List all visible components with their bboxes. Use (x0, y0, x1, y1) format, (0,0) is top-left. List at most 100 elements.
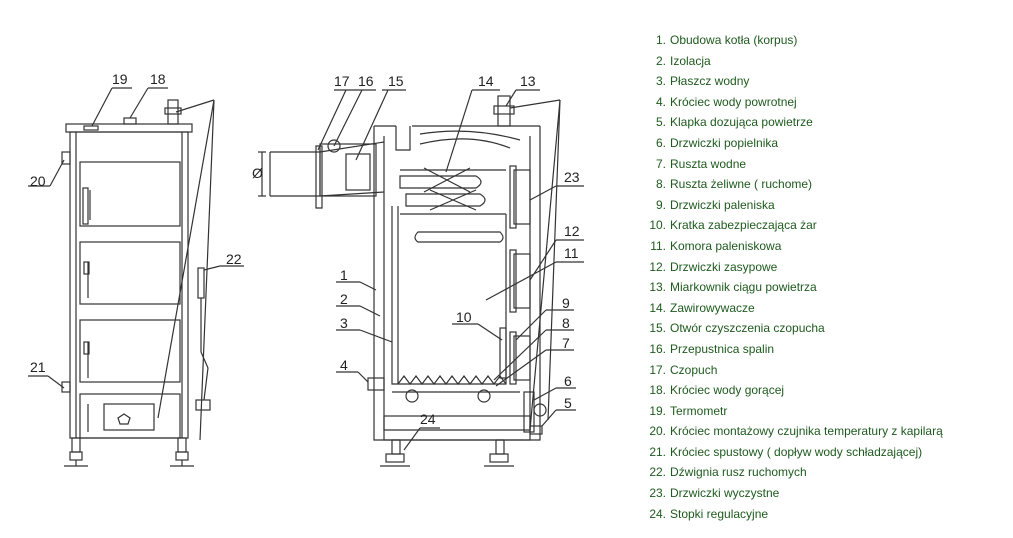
legend-number: 14. (649, 300, 666, 315)
flue-cleaning-opening (345, 153, 371, 191)
legend-item: 24. Stopki regulacyjne (644, 504, 1004, 525)
hot-water-nozzle (123, 117, 137, 125)
parts-legend: 1. Obudowa kotła (korpus) 2. Izolacja 3. Płas… (644, 30, 1004, 524)
legend-item: 1. Obudowa kotła (korpus) (644, 30, 1004, 51)
callout-22: 22 (226, 251, 242, 267)
legend-number: 22. (649, 465, 666, 480)
legend-text: Termometr (670, 403, 728, 418)
legend-item: 10. Kratka zabezpieczająca żar (644, 215, 1004, 236)
legend-number: 12. (649, 259, 666, 274)
legend-text: Drzwiczki popielnika (670, 135, 779, 150)
callout-13: 13 (520, 73, 536, 89)
legend-item: 11.Komora paleniskowa (644, 236, 1004, 257)
legend-number: 7. (655, 156, 666, 171)
legend-text: Płaszcz wodny (670, 74, 750, 89)
cleaning-door (513, 169, 531, 225)
legend-text: Drzwiczki wyczystne (670, 486, 780, 501)
cast-iron-grates (397, 375, 507, 385)
legend-number: 19. (649, 403, 666, 418)
middle-door (79, 241, 181, 305)
callout-12: 12 (564, 223, 580, 239)
return-nozzle (367, 377, 385, 391)
legend-number: 3. (655, 74, 666, 89)
callout-5: 5 (564, 395, 572, 411)
legend-item: 14. Zawirowywacze (644, 298, 1004, 319)
legend-text: Miarkownik ciągu powietrza (670, 280, 817, 295)
legend-number: 8. (655, 177, 666, 192)
callout-20: 20 (30, 173, 46, 189)
diameter-symbol: Ø (252, 165, 263, 181)
legend-text: Stopki regulacyjne (670, 506, 769, 521)
callout-21: 21 (30, 359, 46, 375)
front-view (28, 87, 244, 467)
draft-regulator (497, 95, 511, 127)
callout-8: 8 (562, 315, 570, 331)
callout-7: 7 (562, 335, 570, 351)
legend-item: 17.Czopuch (644, 360, 1004, 381)
callout-18: 18 (150, 71, 166, 87)
legend-text: Zawirowywacze (670, 300, 755, 315)
legend-number: 9. (655, 197, 666, 212)
section-view (258, 89, 584, 467)
legend-text: Drzwiczki zasypowe (670, 259, 778, 274)
legend-number: 10. (649, 218, 666, 233)
legend-number: 21. (649, 444, 666, 459)
flue-throttle (327, 139, 341, 153)
grate-lever (197, 267, 205, 299)
legend-item: 3. Płaszcz wodny (644, 71, 1004, 92)
lower-door (79, 319, 181, 383)
legend-number: 1. (655, 33, 666, 47)
callout-17: 17 (334, 73, 350, 89)
legend-text: Obudowa kotła (korpus) (670, 33, 798, 47)
legend-text: Drzwiczki paleniska (670, 197, 775, 212)
legend-item: 8. Ruszta żeliwne ( ruchome) (644, 174, 1004, 195)
ash-door (79, 393, 181, 439)
legend-item: 15. Otwór czyszczenia czopucha (644, 318, 1004, 339)
legend-item: 23. Drzwiczki wyczystne (644, 483, 1004, 504)
firebox-door (513, 335, 531, 381)
legend-item: 13.Miarkownik ciągu powietrza (644, 277, 1004, 298)
legend-item: 6. Drzwiczki popielnika (644, 133, 1004, 154)
legend-number: 2. (655, 53, 666, 68)
legend-item: 2. Izolacja (644, 51, 1004, 72)
legend-item: 22.Dźwignia rusz ruchomych (644, 462, 1004, 483)
legend-text: Ruszta żeliwne ( ruchome) (670, 177, 813, 192)
legend-number: 15. (649, 321, 666, 336)
callout-11: 11 (564, 245, 579, 261)
legend-number: 23. (649, 486, 666, 501)
legend-text: Króciec montażowy czujnika temperatury z… (670, 424, 943, 439)
callout-2: 2 (340, 291, 348, 307)
callout-14: 14 (478, 73, 494, 89)
callout-15: 15 (388, 73, 404, 89)
callout-numbers: 19 18 20 22 21 17 16 15 14 13 23 12 11 1… (30, 71, 580, 427)
legend-text: Króciec wody powrotnej (670, 94, 797, 109)
callout-3: 3 (340, 315, 348, 331)
legend-number: 20. (649, 424, 666, 439)
legend-text: Czopuch (670, 362, 718, 377)
legend-number: 16. (649, 341, 666, 356)
legend-number: 4. (655, 94, 666, 109)
legend-text: Kratka zabezpieczająca żar (670, 218, 817, 233)
legend-number: 6. (655, 135, 666, 150)
swirlers (399, 175, 482, 189)
legend-item: 5.Klapka dozująca powietrze (644, 112, 1004, 133)
callout-16: 16 (358, 73, 374, 89)
legend-item: 12. Drzwiczki zasypowe (644, 257, 1004, 278)
callout-1: 1 (340, 267, 348, 283)
legend-item: 21.Króciec spustowy ( dopływ wody schład… (644, 442, 1004, 463)
legend-text: Ruszta wodne (670, 156, 747, 171)
thermometer (83, 125, 99, 131)
legend-number: 24. (649, 506, 666, 521)
legend-text: Komora paleniskowa (670, 238, 782, 253)
callout-6: 6 (564, 373, 572, 389)
loading-door (513, 253, 531, 309)
legend-text: Otwór czyszczenia czopucha (670, 321, 825, 336)
sensor-nozzle (61, 151, 71, 165)
legend-item: 9. Drzwiczki paleniska (644, 195, 1004, 216)
callout-23: 23 (564, 169, 580, 185)
legend-text: Izolacja (670, 53, 711, 68)
legend-number: 18. (649, 383, 666, 398)
callout-9: 9 (562, 295, 570, 311)
ember-guard (499, 327, 507, 379)
